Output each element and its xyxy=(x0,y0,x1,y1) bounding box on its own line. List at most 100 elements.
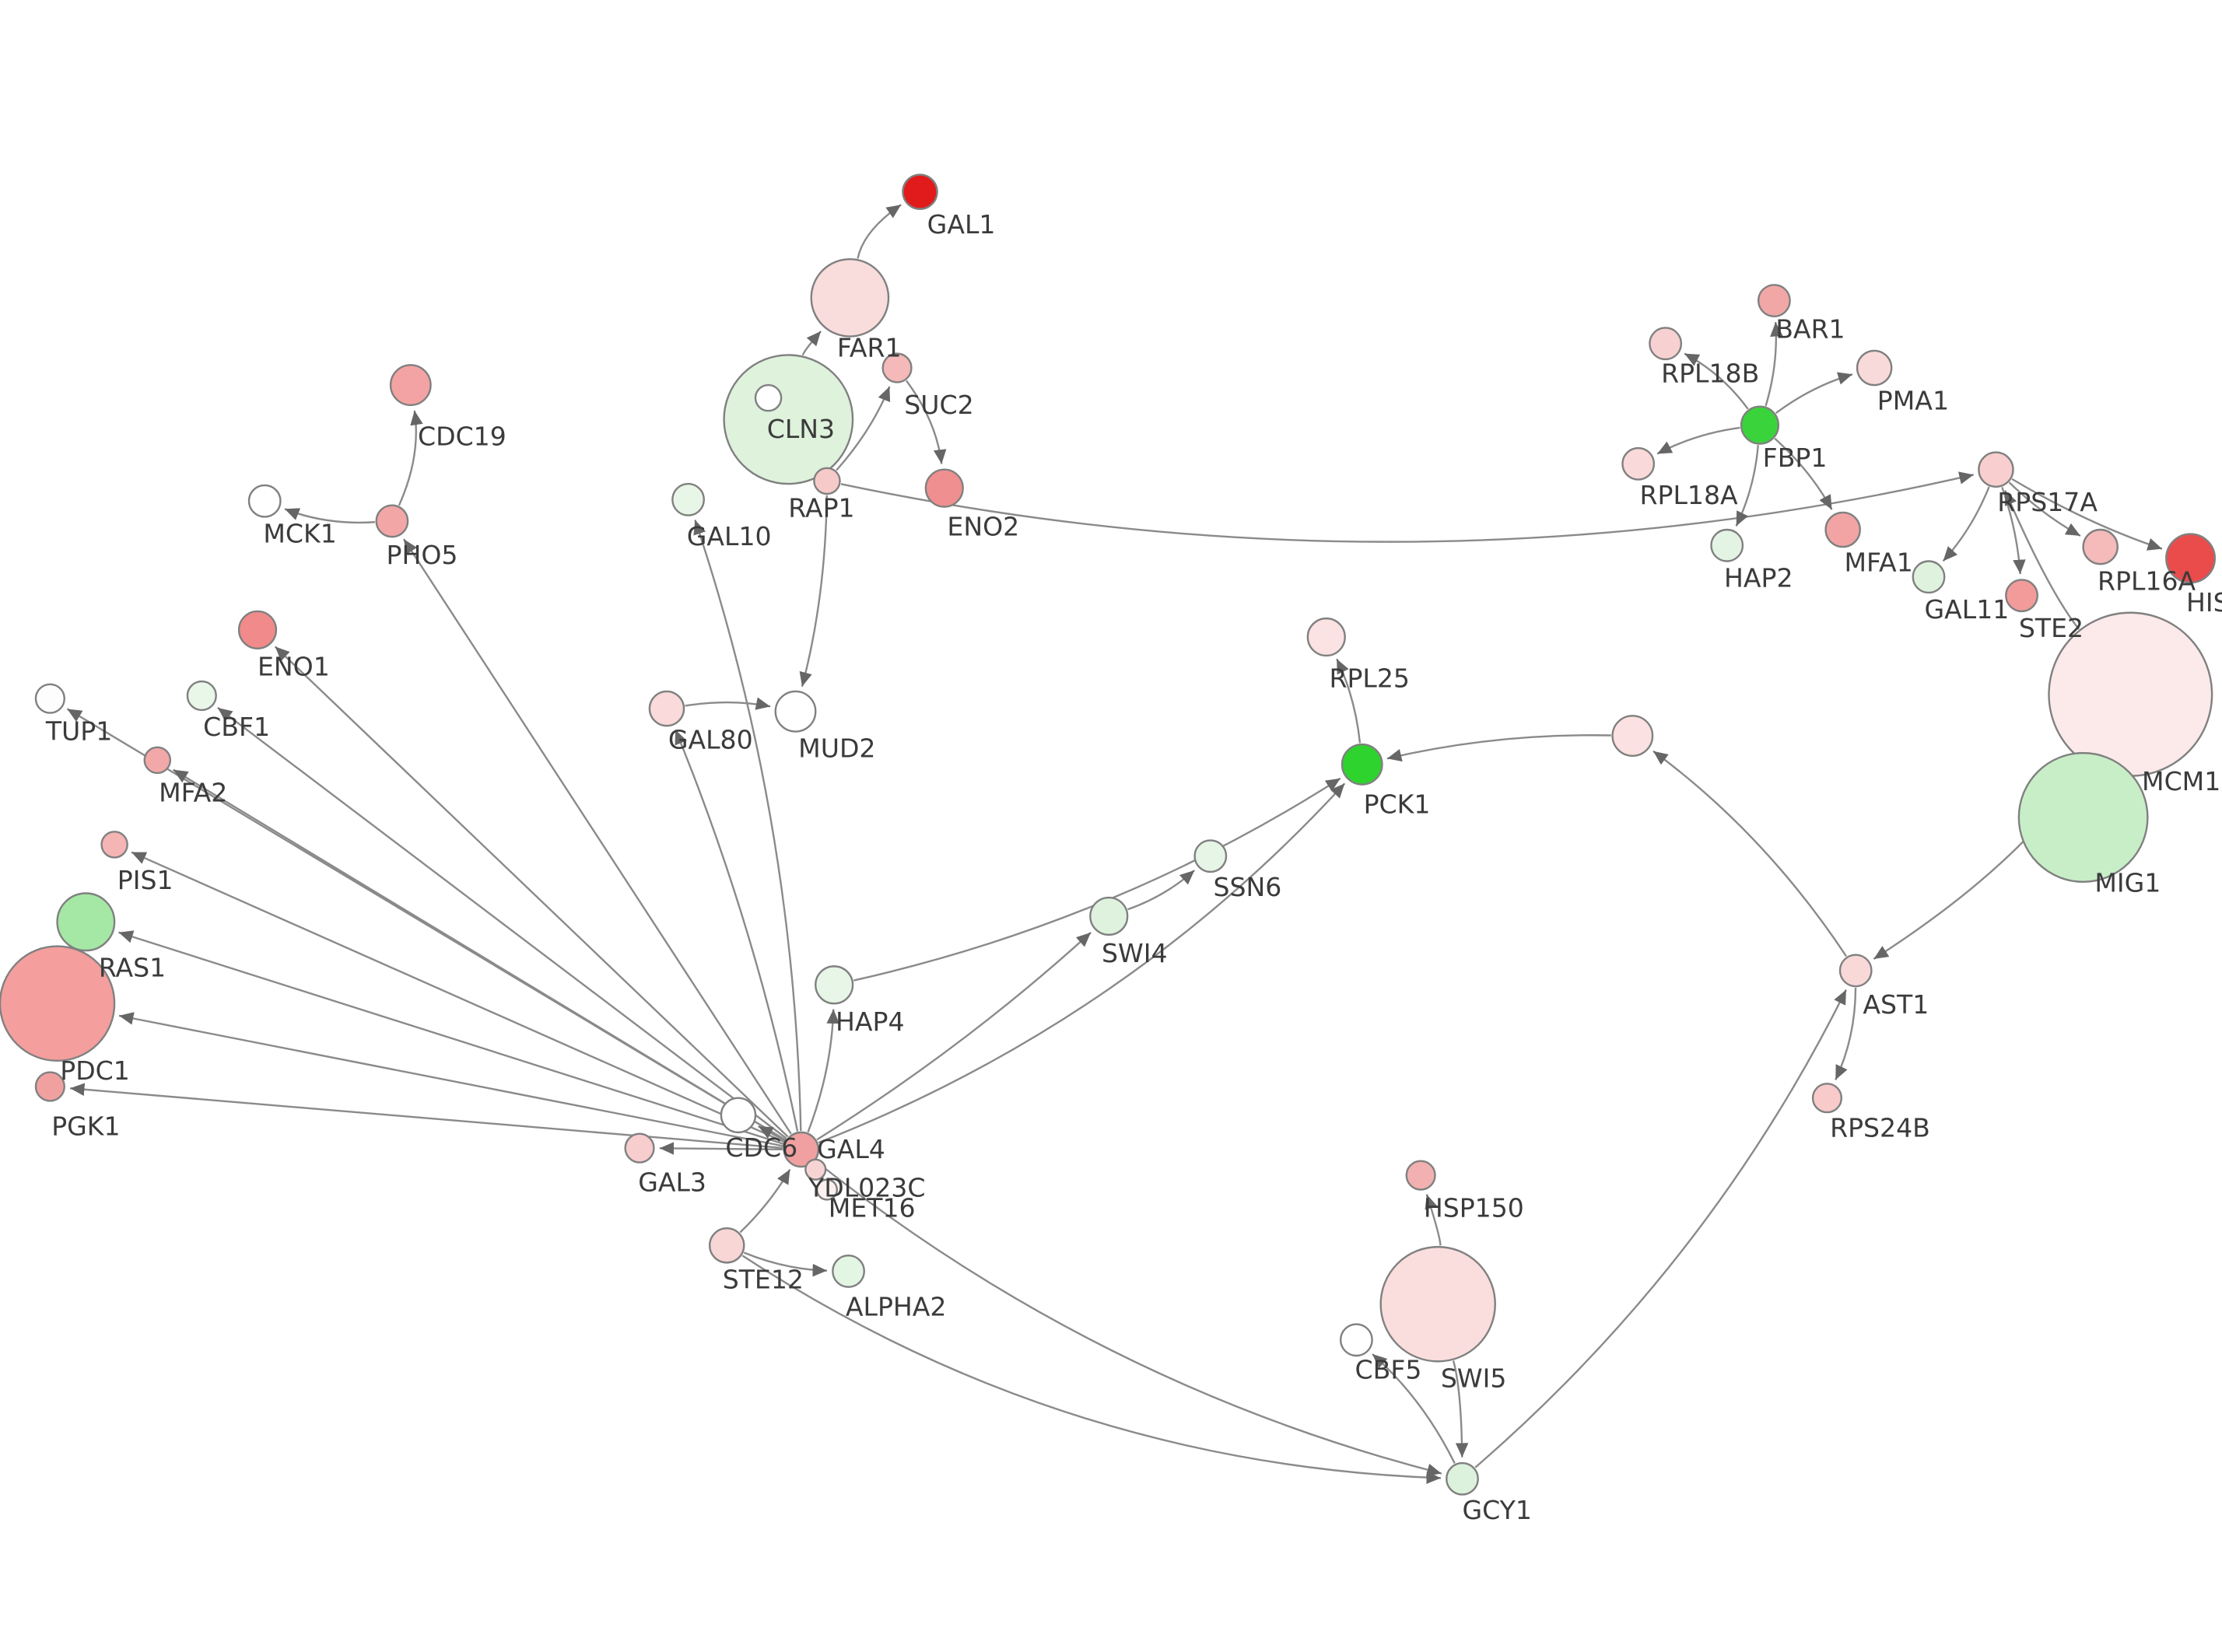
edge-FBP1-BAR1[interactable] xyxy=(1765,322,1783,407)
node-ENO1[interactable] xyxy=(237,610,278,649)
edge-PHO5-MCK1[interactable] xyxy=(284,508,375,524)
node-ALPHA2[interactable] xyxy=(832,1254,865,1288)
node-SWI5[interactable] xyxy=(1379,1245,1496,1363)
edge-GCY1-AST1[interactable] xyxy=(1474,989,1847,1468)
edge-GAL4-MFA2[interactable] xyxy=(173,768,787,1141)
edge-SUC2-ENO2[interactable] xyxy=(906,380,947,464)
node-MET16[interactable] xyxy=(815,1178,839,1201)
edge-RPS17A-HIS4[interactable] xyxy=(2011,478,2163,551)
node-BAR1[interactable] xyxy=(1757,284,1791,317)
node-MIG1[interactable] xyxy=(2017,751,2149,883)
edge-GAL4-GCY1[interactable] xyxy=(815,1160,1442,1476)
edge-SWI4-SSN6[interactable] xyxy=(1127,870,1196,911)
edge-GAL80-MUD2[interactable] xyxy=(685,697,771,710)
edge-GAL4-ENO1[interactable] xyxy=(274,646,789,1138)
node-CDC19[interactable] xyxy=(389,364,432,407)
node-ENO2[interactable] xyxy=(924,468,964,508)
node-FBP1[interactable] xyxy=(1740,405,1780,445)
edge-STE12-GAL4[interactable] xyxy=(739,1168,791,1234)
edge-GAL4-CDC6[interactable] xyxy=(758,1125,786,1142)
node-RPL16A[interactable] xyxy=(2082,528,2119,565)
node-HAP2[interactable] xyxy=(1710,528,1744,562)
edge-GAL4-PCK1[interactable] xyxy=(818,782,1346,1144)
edge-N2-PCK1[interactable] xyxy=(1386,734,1611,762)
node-CBF1[interactable] xyxy=(186,680,217,712)
edge-FBP1-HAP2[interactable] xyxy=(1735,445,1759,527)
node-STE12[interactable] xyxy=(708,1227,745,1264)
node-MUD2[interactable] xyxy=(774,690,817,733)
node-RPL25[interactable] xyxy=(1306,617,1346,657)
node-MFA2[interactable] xyxy=(143,746,172,775)
node-FAR1[interactable] xyxy=(810,257,890,338)
edge-PCK1-RPL25[interactable] xyxy=(1336,658,1362,744)
node-GAL1[interactable] xyxy=(902,173,938,210)
edge-GAL4-GAL3[interactable] xyxy=(659,1142,783,1155)
node-RPS24B[interactable] xyxy=(1811,1083,1843,1114)
edge-SWI5-GCY1[interactable] xyxy=(1452,1360,1469,1458)
node-MFA1[interactable] xyxy=(1824,511,1861,548)
node-RPL18A[interactable] xyxy=(1621,446,1656,481)
node-RPS17A[interactable] xyxy=(1978,451,2014,488)
edge-FBP1-PMA1[interactable] xyxy=(1775,372,1853,415)
edge-GAL4-PDC1[interactable] xyxy=(118,1012,783,1147)
node-RAP1[interactable] xyxy=(813,467,841,495)
edge-MCM1-RPS17A[interactable] xyxy=(2004,490,2080,630)
node-MCK1[interactable] xyxy=(247,484,282,518)
edge-FBP1-MFA1[interactable] xyxy=(1774,437,1833,510)
node-RPL18B[interactable] xyxy=(1649,327,1683,361)
edge-GAL4-PGK1[interactable] xyxy=(70,1083,783,1150)
node-TUP1[interactable] xyxy=(34,683,65,714)
edge-RPS17A-RPL16A[interactable] xyxy=(2008,481,2081,537)
edge-RAP1-MUD2[interactable] xyxy=(799,495,828,688)
edge-STE12-ALPHA2[interactable] xyxy=(743,1251,827,1277)
node-GCY1[interactable] xyxy=(1446,1461,1479,1496)
edge-RAP1-SUC2[interactable] xyxy=(836,386,891,471)
edge-RPS17A-GAL11[interactable] xyxy=(1942,486,1990,562)
node-PIS1[interactable] xyxy=(100,831,128,859)
node-GAL10[interactable] xyxy=(671,482,705,516)
node-PGK1[interactable] xyxy=(34,1071,65,1102)
edge-GAL4-SWI4[interactable] xyxy=(816,932,1092,1141)
edge-AST1-N2[interactable] xyxy=(1652,750,1848,957)
edge-STE12-GCY1[interactable] xyxy=(741,1255,1441,1484)
node-SWI4[interactable] xyxy=(1089,896,1129,936)
node-PCK1[interactable] xyxy=(1341,743,1383,786)
node-STE2[interactable] xyxy=(2005,579,2038,613)
node-PDC1[interactable] xyxy=(0,945,116,1062)
edge-PHO5-CDC19[interactable] xyxy=(398,410,423,506)
node-GAL80[interactable] xyxy=(648,690,685,727)
edge-GAL4-GAL10[interactable] xyxy=(693,520,802,1132)
node-RAS1[interactable] xyxy=(56,892,116,952)
edge-GCY1-CBF5[interactable] xyxy=(1372,1353,1456,1464)
edge-CLN3-FAR1[interactable] xyxy=(801,331,822,356)
node-CDC6[interactable] xyxy=(720,1097,757,1134)
edge-RAP1-RPS17A[interactable] xyxy=(840,471,1975,543)
edge-FBP1-RPL18B[interactable] xyxy=(1684,352,1749,410)
node-N1[interactable] xyxy=(754,383,783,412)
node-HAP4[interactable] xyxy=(815,965,854,1005)
edge-FBP1-RPL18A[interactable] xyxy=(1656,426,1740,455)
edge-AST1-RPS24B[interactable] xyxy=(1835,987,1857,1080)
edge-GAL4-GAL80[interactable] xyxy=(675,729,799,1132)
node-SUC2[interactable] xyxy=(881,352,913,383)
edge-FAR1-GAL1[interactable] xyxy=(857,204,902,259)
edge-GAL4-PIS1[interactable] xyxy=(131,851,785,1143)
node-PMA1[interactable] xyxy=(1856,349,1893,387)
edge-GAL4-CBF1[interactable] xyxy=(217,707,787,1139)
edge-GAL4-RAS1[interactable] xyxy=(118,930,784,1145)
node-AST1[interactable] xyxy=(1838,954,1873,988)
node-GAL11[interactable] xyxy=(1912,560,1946,594)
edge-GAL4-HAP4[interactable] xyxy=(807,1009,839,1133)
node-PHO5[interactable] xyxy=(375,504,409,538)
node-GAL4[interactable] xyxy=(783,1131,820,1168)
node-SSN6[interactable] xyxy=(1193,839,1228,873)
edge-SWI5-HSP150[interactable] xyxy=(1425,1194,1442,1246)
node-CBF5[interactable] xyxy=(1339,1323,1373,1357)
edge-GAL4-PHO5[interactable] xyxy=(402,538,792,1135)
node-HIS4[interactable] xyxy=(2165,533,2217,584)
node-GAL3[interactable] xyxy=(624,1132,655,1164)
node-N2[interactable] xyxy=(1611,715,1654,758)
node-YDL023C[interactable] xyxy=(804,1158,827,1181)
node-HSP150[interactable] xyxy=(1405,1160,1436,1191)
node-CLN3[interactable] xyxy=(723,354,854,485)
